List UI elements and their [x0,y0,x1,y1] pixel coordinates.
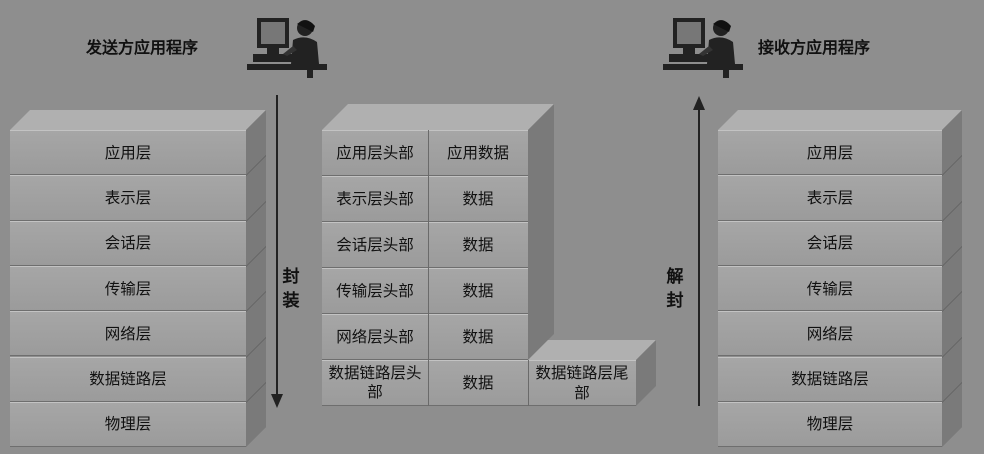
header-cell: 网络层头部 [322,314,428,360]
cell-divider [428,130,429,176]
header-cell: 应用层头部 [322,130,428,176]
receiver-side-face [942,110,962,448]
data-cell: 应用数据 [428,130,528,176]
data-cell: 数据 [428,268,528,314]
receiver-layer: 数据链路层 [718,356,942,402]
header-cell: 表示层头部 [322,176,428,222]
encapsulation-arrow-icon [271,95,283,408]
cell-divider [428,268,429,314]
sender-layer: 传输层 [10,265,246,312]
cell-divider [428,314,429,360]
receiver-layer: 网络层 [718,311,942,357]
receiver-top-face [718,110,962,130]
trailer-divider [528,360,529,406]
sender-layer: 应用层 [10,130,246,176]
header-cell: 数据链路层头部 [322,360,428,406]
data-cell: 数据 [428,314,528,360]
sender-layer: 物理层 [10,401,246,448]
sender-side-face [246,110,266,448]
sender-layer: 网络层 [10,311,246,357]
data-cell: 数据 [428,222,528,268]
receiver-title: 接收方应用程序 [758,38,871,57]
receiver-layer: 应用层 [718,130,942,176]
receiver-layer: 表示层 [718,175,942,221]
trailer-side-face [636,340,656,406]
receiver-layer: 传输层 [718,265,942,312]
decapsulation-arrow-icon [693,96,705,406]
middle-top-face [322,104,554,130]
middle-side-face [528,104,554,360]
decapsulation-label: 解封 [666,267,684,311]
data-cell: 数据 [428,360,528,406]
receiver-layer: 会话层 [718,220,942,266]
sender-layer: 数据链路层 [10,356,246,402]
sender-title: 发送方应用程序 [86,38,199,57]
trailer-top-face [528,340,656,360]
encapsulation-label: 封装 [282,267,300,311]
data-cell: 数据 [428,176,528,222]
cell-divider [428,176,429,222]
header-cell: 会话层头部 [322,222,428,268]
sender-layer: 表示层 [10,175,246,221]
header-cell: 传输层头部 [322,268,428,314]
sender-layer: 会话层 [10,220,246,266]
cell-divider [428,222,429,268]
receiver-layer: 物理层 [718,401,942,448]
sender-top-face [10,110,266,130]
trailer-cell: 数据链路层尾部 [528,360,636,406]
cell-divider [428,360,429,406]
